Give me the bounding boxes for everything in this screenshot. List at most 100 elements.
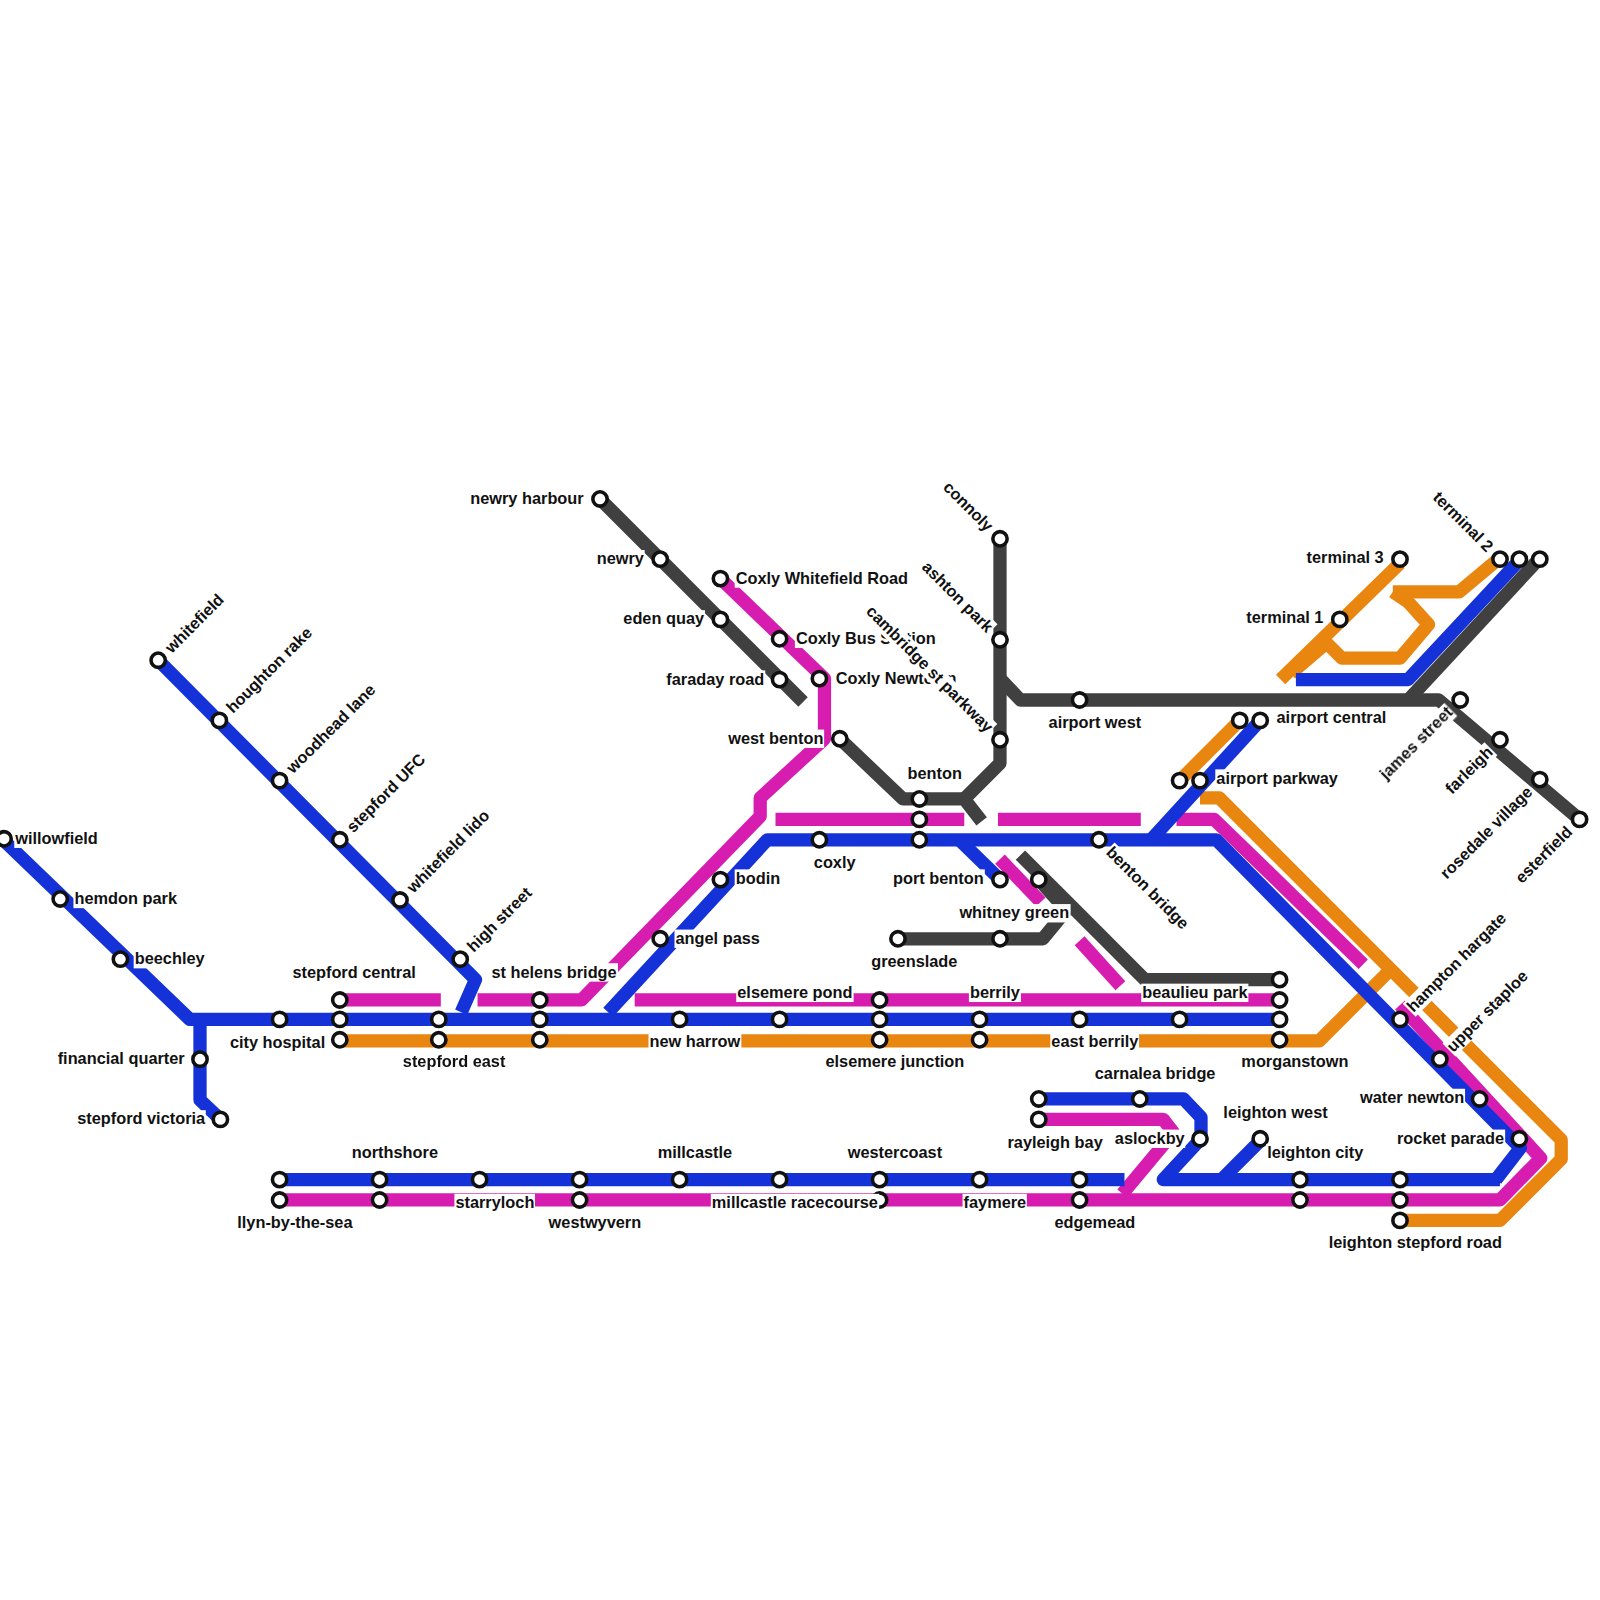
station-marker	[672, 1172, 686, 1186]
station-name: terminal 3	[1306, 549, 1385, 567]
grey-line	[600, 499, 803, 702]
station-marker	[993, 872, 1007, 886]
station-name: elsemere junction	[824, 1053, 965, 1071]
station-name: millcastle	[657, 1144, 733, 1162]
magenta-line	[280, 1005, 1541, 1200]
station-name: coxly	[813, 854, 857, 872]
station-marker	[1533, 552, 1547, 566]
station-name: beechley	[134, 950, 206, 968]
station-marker	[333, 1033, 347, 1047]
station-name: faymere	[963, 1194, 1028, 1212]
station-name: james street	[1376, 703, 1458, 785]
station-name: hemdon park	[73, 890, 178, 908]
station-name: angel pass	[674, 930, 760, 948]
station-marker	[972, 1033, 986, 1047]
station-marker	[533, 993, 547, 1007]
station-name: connoly	[939, 477, 998, 536]
station-name: esterfield	[1511, 822, 1577, 888]
station-marker	[872, 993, 886, 1007]
station-marker	[1533, 772, 1547, 786]
station-name: rayleigh bay	[1006, 1134, 1103, 1152]
station-name: llyn-by-the-sea	[236, 1213, 353, 1231]
station-name: leighton stepford road	[1328, 1234, 1503, 1252]
station-marker	[713, 612, 727, 626]
station-name: whitefield	[161, 590, 229, 658]
station-marker	[1172, 1012, 1186, 1026]
station-marker	[972, 1012, 986, 1026]
station-marker	[333, 1012, 347, 1026]
station-marker	[653, 552, 667, 566]
station-marker	[812, 833, 826, 847]
station-name: stepford central	[291, 963, 416, 981]
station-marker	[1233, 713, 1247, 727]
station-marker	[1393, 1172, 1407, 1186]
station-name: beaulieu park	[1141, 984, 1248, 1002]
station-name: newry harbour	[469, 490, 584, 508]
station-marker	[193, 1052, 207, 1066]
station-marker	[1172, 773, 1186, 787]
station-marker	[393, 893, 407, 907]
blue-line	[200, 1026, 220, 1120]
station-marker	[213, 1112, 227, 1126]
station-marker	[1333, 612, 1347, 626]
station-name: northshore	[351, 1144, 439, 1162]
magenta-line	[776, 813, 965, 826]
station-marker	[772, 1172, 786, 1186]
station-marker	[272, 1012, 286, 1026]
station-name: water newton	[1359, 1089, 1465, 1107]
station-marker	[432, 1033, 446, 1047]
station-marker	[1393, 1193, 1407, 1207]
station-marker	[151, 653, 165, 667]
magenta-line	[340, 993, 441, 1006]
station-marker	[1272, 993, 1286, 1007]
station-marker	[1072, 1193, 1086, 1207]
station-name: stepford UFC	[342, 750, 430, 838]
orange-line	[1327, 592, 1429, 658]
blue-line	[280, 1173, 1125, 1186]
station-marker	[1253, 1132, 1267, 1146]
station-marker	[772, 632, 786, 646]
station-marker	[972, 1172, 986, 1186]
station-name: terminal 2	[1428, 488, 1497, 557]
station-marker	[1433, 1052, 1447, 1066]
station-marker	[1493, 552, 1507, 566]
station-marker	[572, 1193, 586, 1207]
station-marker	[372, 1172, 386, 1186]
station-marker	[1253, 713, 1267, 727]
station-marker	[1272, 1012, 1286, 1026]
station-name: millcastle racecourse	[711, 1194, 879, 1212]
station-marker	[993, 633, 1007, 647]
station-marker	[212, 713, 226, 727]
orange-line	[1291, 643, 1327, 674]
station-name: benton bridge	[1102, 842, 1193, 933]
blue-line	[608, 840, 1520, 1180]
station-name: faraday road	[665, 670, 765, 688]
blue-line	[1296, 559, 1520, 679]
station-marker	[1472, 1092, 1486, 1106]
station-name: berrily	[969, 984, 1021, 1002]
station-marker	[53, 892, 67, 906]
station-name: carnalea bridge	[1094, 1064, 1217, 1082]
station-name: airport parkway	[1215, 769, 1339, 787]
station-marker	[1272, 1033, 1286, 1047]
station-name: high street	[463, 883, 536, 956]
station-name: aslockby	[1114, 1130, 1186, 1148]
station-name: westercoast	[847, 1144, 943, 1162]
station-marker	[1293, 1172, 1307, 1186]
station-marker	[1072, 693, 1086, 707]
station-marker	[1032, 1112, 1046, 1126]
station-name: edgemead	[1053, 1213, 1136, 1231]
station-marker	[533, 1012, 547, 1026]
station-name: leighton city	[1266, 1144, 1364, 1162]
magenta-line	[1080, 941, 1121, 986]
orange-line	[1393, 561, 1496, 592]
station-marker	[1493, 733, 1507, 747]
station-marker	[572, 1172, 586, 1186]
station-marker	[1512, 552, 1526, 566]
station-name: newry	[596, 550, 645, 568]
station-name: airport west	[1048, 713, 1143, 731]
blue-line	[158, 660, 475, 1012]
station-name: bodin	[735, 869, 781, 887]
